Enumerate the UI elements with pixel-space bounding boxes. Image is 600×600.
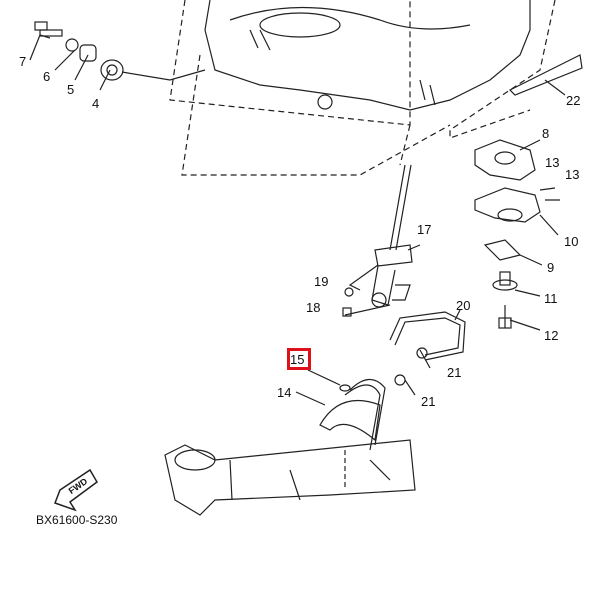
part-label-9[interactable]: 9 bbox=[547, 260, 555, 275]
part-label-8[interactable]: 8 bbox=[542, 126, 550, 141]
part-label-5[interactable]: 5 bbox=[67, 82, 75, 97]
part-label-4[interactable]: 4 bbox=[92, 96, 100, 111]
part-label-12[interactable]: 12 bbox=[544, 328, 559, 343]
part-label-22[interactable]: 22 bbox=[566, 93, 581, 108]
part-label-13a[interactable]: 13 bbox=[545, 155, 560, 170]
part-label-20[interactable]: 20 bbox=[456, 298, 471, 313]
part-label-6[interactable]: 6 bbox=[43, 69, 51, 84]
part-label-21b[interactable]: 21 bbox=[421, 394, 436, 409]
part-label-14[interactable]: 14 bbox=[277, 385, 292, 400]
diagram-code: BX61600-S230 bbox=[36, 513, 118, 527]
part-label-11[interactable]: 11 bbox=[544, 291, 558, 306]
part-label-10[interactable]: 10 bbox=[564, 234, 579, 249]
part-label-15[interactable]: 15 bbox=[290, 352, 305, 367]
part-label-18[interactable]: 18 bbox=[306, 300, 321, 315]
part-label-19[interactable]: 19 bbox=[314, 274, 329, 289]
highlight-box bbox=[287, 348, 311, 370]
part-label-21a[interactable]: 21 bbox=[447, 365, 462, 380]
part-label-13b[interactable]: 13 bbox=[565, 167, 580, 182]
part-label-17[interactable]: 17 bbox=[417, 222, 432, 237]
part-label-7[interactable]: 7 bbox=[19, 54, 27, 69]
